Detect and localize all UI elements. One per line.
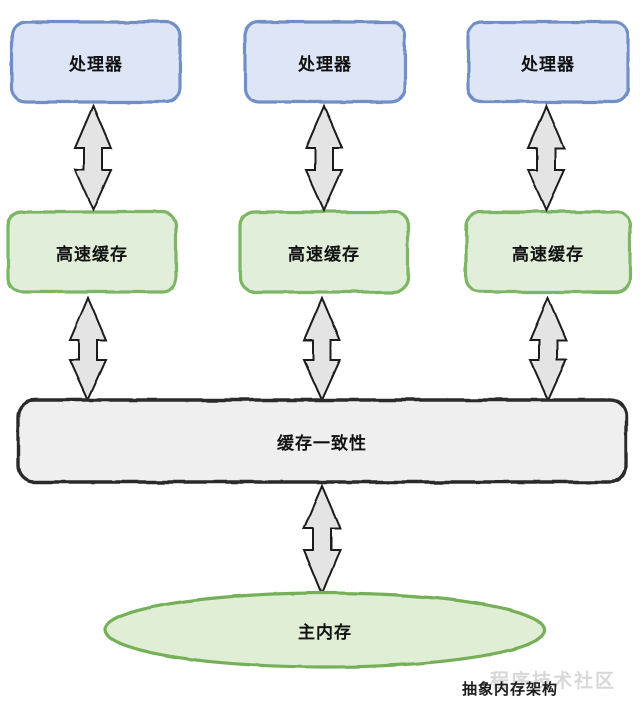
processor-box-1[interactable] [10, 20, 182, 104]
cache-coherence-bar[interactable] [16, 398, 628, 484]
arrow-processor-cache-1 [73, 103, 113, 213]
cache-box-1[interactable] [6, 210, 178, 294]
watermark-text: 程序技术社区 [490, 671, 617, 692]
cache-box-2[interactable] [238, 210, 410, 294]
arrow-cache-coherence-1 [68, 295, 108, 403]
diagram-caption: 抽象内存架构 [462, 681, 559, 698]
processor-box-2[interactable] [243, 20, 407, 104]
arrow-processor-cache-3 [526, 103, 566, 213]
arrow-cache-coherence-2 [302, 295, 342, 403]
arrow-coherence-memory [302, 483, 342, 597]
processor-box-3[interactable] [466, 20, 630, 104]
main-memory-ellipse[interactable] [103, 591, 547, 669]
arrow-cache-coherence-3 [528, 295, 568, 403]
cache-box-3[interactable] [464, 210, 632, 294]
arrow-processor-cache-2 [304, 103, 344, 213]
